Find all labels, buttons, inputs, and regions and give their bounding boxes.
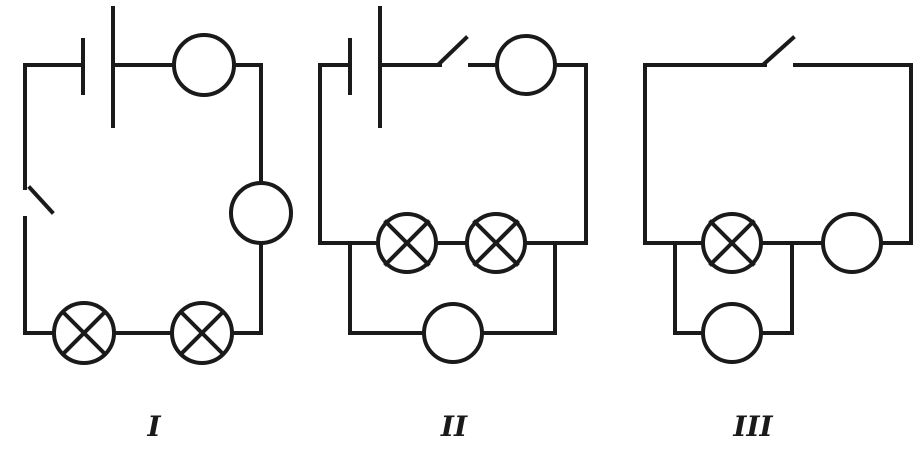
circuit-2-lamp-1 [376, 212, 438, 274]
circuit-1 [23, 6, 293, 365]
circuit-3-wires [643, 63, 913, 335]
circuit-1-label: I [147, 410, 161, 443]
circuit-2-switch [437, 35, 469, 66]
circuit-1-switch [27, 185, 55, 215]
circuit-3 [643, 35, 913, 364]
circuit-3-switch [762, 35, 796, 66]
circuit-2 [318, 6, 588, 364]
circuit-1-lamp-2 [170, 301, 234, 365]
circuit-3-lamp [701, 212, 763, 274]
circuit-1-meter-right [229, 181, 293, 245]
circuit-2-battery [348, 6, 382, 128]
circuit-2-lamp-2 [465, 212, 527, 274]
circuit-3-meter-bottom [701, 302, 763, 364]
circuit-2-label: II [440, 410, 468, 443]
circuit-2-wires [318, 63, 588, 335]
circuit-1-battery [81, 6, 115, 128]
circuit-1-wires [23, 63, 263, 335]
circuit-3-meter-right [821, 212, 883, 274]
circuit-2-meter-bottom [422, 302, 484, 364]
circuit-2-meter-top [495, 34, 557, 96]
circuit-1-meter-top [172, 33, 236, 97]
circuit-3-label: III [733, 410, 773, 443]
circuit-1-lamp-1 [52, 301, 116, 365]
